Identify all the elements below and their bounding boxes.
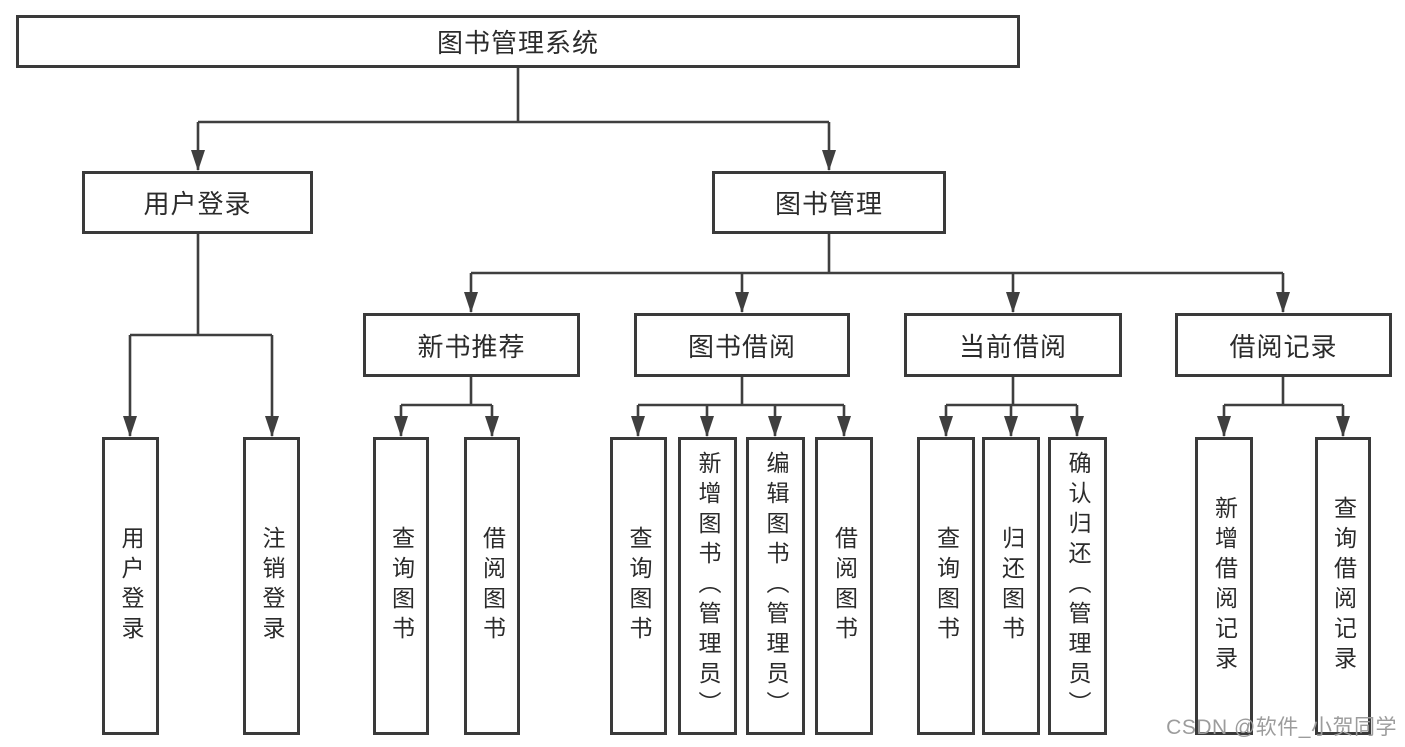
node-label: 图书借阅 — [687, 331, 796, 362]
arrowhead-icon — [265, 416, 279, 437]
leaf-label: 借阅图书 — [831, 526, 858, 646]
leaf-label: 借阅图书 — [479, 526, 506, 646]
arrowhead-icon — [735, 292, 749, 313]
leaf-logout: 注销登录 — [243, 437, 300, 735]
leaf-borrow-books-borrowing: 借阅图书 — [815, 437, 873, 735]
arrowhead-icon — [1336, 416, 1350, 437]
leaf-label: 查询图书 — [626, 526, 652, 646]
arrowhead-icon — [123, 416, 137, 437]
arrowhead-icon — [1070, 416, 1084, 437]
node-label: 当前借阅 — [958, 331, 1067, 362]
leaf-edit-book-admin: 编辑图书（管理员） — [746, 437, 805, 735]
leaf-query-books-current: 查询图书 — [917, 437, 975, 735]
leaf-borrow-books-recommend: 借阅图书 — [464, 437, 520, 735]
arrowhead-icon — [1217, 416, 1231, 437]
leaf-add-book-admin: 新增图书（管理员） — [678, 437, 737, 735]
arrowhead-icon — [394, 416, 408, 437]
leaf-label: 编辑图书（管理员） — [763, 451, 789, 721]
leaf-label: 新增图书（管理员） — [695, 451, 721, 721]
leaf-return-books: 归还图书 — [982, 437, 1040, 735]
node-book-borrowing: 图书借阅 — [634, 313, 850, 377]
leaf-add-borrow-record: 新增借阅记录 — [1195, 437, 1253, 735]
leaf-user-login: 用户登录 — [102, 437, 159, 735]
leaf-label: 用户登录 — [118, 526, 144, 646]
arrowhead-icon — [631, 416, 645, 437]
node-borrowing-records: 借阅记录 — [1175, 313, 1392, 377]
leaf-label: 新增借阅记录 — [1211, 496, 1238, 676]
arrowhead-icon — [700, 416, 714, 437]
arrowhead-icon — [1276, 292, 1290, 313]
arrowhead-icon — [1006, 292, 1020, 313]
leaf-label: 查询图书 — [388, 526, 415, 646]
arrowhead-icon — [485, 416, 499, 437]
node-user-login: 用户登录 — [82, 171, 313, 234]
node-new-book-recommend: 新书推荐 — [363, 313, 580, 377]
arrowhead-icon — [822, 150, 836, 171]
leaf-query-books-borrowing: 查询图书 — [610, 437, 667, 735]
leaf-query-borrow-record: 查询借阅记录 — [1315, 437, 1371, 735]
arrowhead-icon — [1004, 416, 1018, 437]
arrowhead-icon — [939, 416, 953, 437]
leaf-label: 确认归还（管理员） — [1065, 451, 1091, 721]
leaf-query-books-recommend: 查询图书 — [373, 437, 429, 735]
node-label: 新书推荐 — [417, 331, 526, 362]
node-label: 图书管理系统 — [436, 28, 599, 58]
node-book-management: 图书管理 — [712, 171, 946, 234]
leaf-label: 查询图书 — [933, 526, 960, 646]
node-label: 用户登录 — [143, 189, 252, 219]
csdn-watermark: CSDN @软件_小贺同学 — [1166, 716, 1397, 739]
node-label: 图书管理 — [774, 189, 883, 219]
leaf-confirm-return-admin: 确认归还（管理员） — [1048, 437, 1107, 735]
leaf-label: 归还图书 — [998, 526, 1025, 646]
arrowhead-icon — [191, 150, 205, 171]
node-label: 借阅记录 — [1229, 331, 1338, 362]
leaf-label: 查询借阅记录 — [1330, 496, 1357, 676]
arrowhead-icon — [464, 292, 478, 313]
connector-path — [128, 68, 1345, 436]
arrowhead-icon — [768, 416, 782, 437]
leaf-label: 注销登录 — [259, 526, 285, 646]
node-book-management-system: 图书管理系统 — [16, 15, 1020, 68]
arrowhead-icon — [837, 416, 851, 437]
node-current-borrowing: 当前借阅 — [904, 313, 1122, 377]
